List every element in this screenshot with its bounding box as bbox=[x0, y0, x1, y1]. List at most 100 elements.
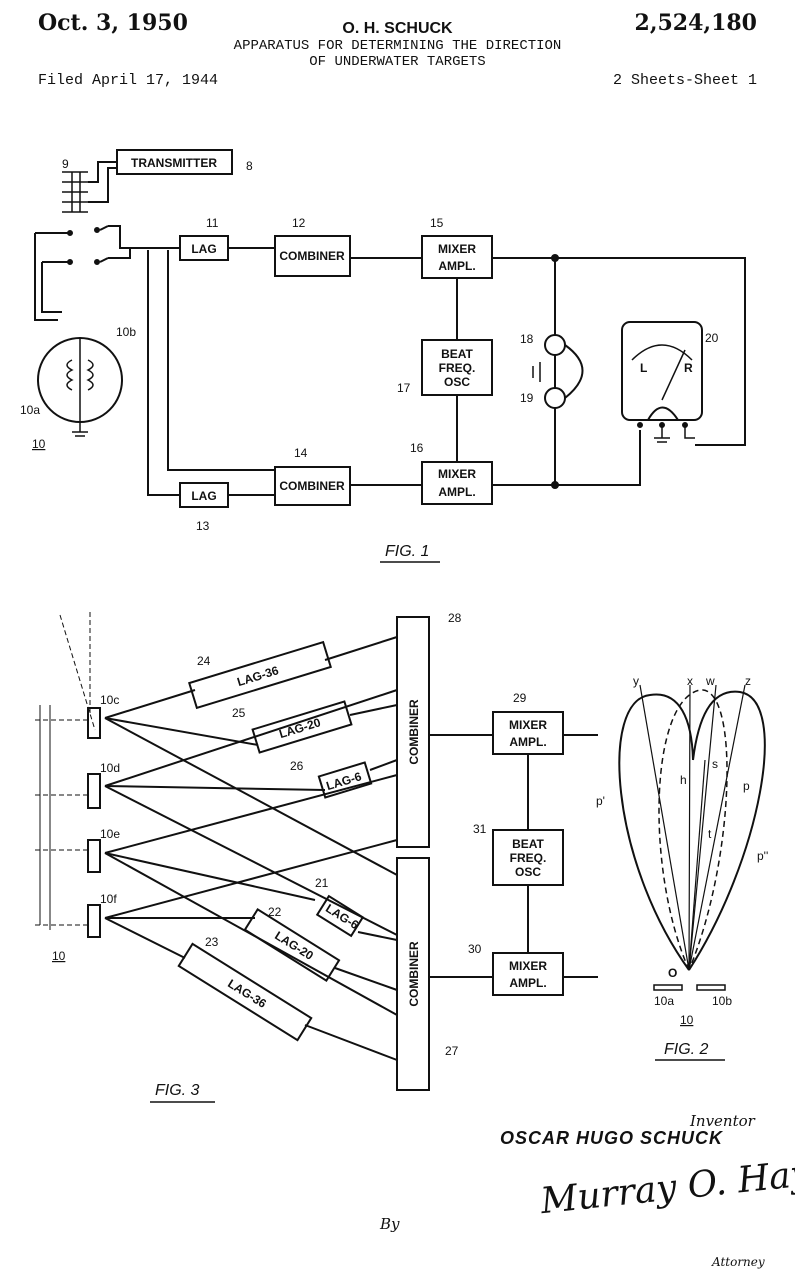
ref-10d: 10d bbox=[100, 761, 120, 775]
ref-12: 12 bbox=[292, 216, 306, 230]
mixer-15-line1: MIXER bbox=[438, 242, 476, 256]
ref-31: 31 bbox=[473, 822, 487, 836]
ref-27: 27 bbox=[445, 1044, 459, 1058]
ref-26: 26 bbox=[290, 759, 304, 773]
lobe-p bbox=[658, 689, 728, 971]
ref-10e: 10e bbox=[100, 827, 120, 841]
ref-18: 18 bbox=[520, 332, 534, 346]
lag-23-label: LAG-36 bbox=[225, 976, 269, 1011]
ref-20: 20 bbox=[705, 331, 719, 345]
transmitter-label: TRANSMITTER bbox=[131, 156, 217, 170]
lag-box-26 bbox=[317, 761, 373, 799]
mixer-16-line1: MIXER bbox=[438, 467, 476, 481]
fig3-caption: FIG. 3 bbox=[155, 1082, 200, 1099]
fig2-label-w: w bbox=[705, 674, 715, 688]
lag-box-24 bbox=[188, 640, 332, 710]
inventor-name: O. H. SCHUCK bbox=[342, 20, 453, 37]
fig2-label-h: h bbox=[680, 773, 687, 787]
ref-28: 28 bbox=[448, 611, 462, 625]
patent-number: 2,524,180 bbox=[634, 10, 757, 36]
ref-9: 9 bbox=[62, 157, 69, 171]
combiner-14-label: COMBINER bbox=[279, 479, 345, 493]
fig3-diagram bbox=[35, 612, 598, 1103]
mixer-15-line2: AMPL. bbox=[438, 259, 475, 273]
combiner-box-28 bbox=[396, 616, 430, 848]
combiner-27-label: COMBINER bbox=[407, 941, 421, 1007]
combiner-box-27 bbox=[396, 857, 430, 1091]
ref-29: 29 bbox=[513, 691, 527, 705]
filed-date: Filed April 17, 1944 bbox=[38, 72, 219, 89]
fig2-label-10a: 10a bbox=[654, 994, 674, 1008]
beat-31-line2: FREQ. bbox=[510, 851, 547, 865]
lag-13-label: LAG bbox=[191, 489, 216, 503]
fig2-label-z: z bbox=[745, 674, 751, 688]
attorney-label: Attorney bbox=[712, 1255, 765, 1269]
ref-10c: 10c bbox=[100, 693, 119, 707]
fig2-label-s: s bbox=[712, 757, 718, 771]
lobe-p-double bbox=[688, 690, 766, 971]
fig2-label-t: t bbox=[708, 827, 712, 841]
mixer-30-line1: MIXER bbox=[509, 959, 547, 973]
ref-10: 10 bbox=[32, 437, 46, 451]
fig2-caption: FIG. 2 bbox=[664, 1041, 709, 1058]
ref-10b: 10b bbox=[116, 325, 136, 339]
meter-right: R bbox=[684, 361, 693, 375]
ref-11: 11 bbox=[206, 216, 219, 230]
fig3-ref-10: 10 bbox=[52, 949, 66, 963]
mixer-16-line2: AMPL. bbox=[438, 485, 475, 499]
by-label: By bbox=[380, 1215, 400, 1233]
ref-22: 22 bbox=[268, 905, 282, 919]
meter-case bbox=[621, 321, 703, 421]
combiner-28-label: COMBINER bbox=[407, 699, 421, 765]
lag-11-label: LAG bbox=[191, 242, 216, 256]
patent-title-line1: APPARATUS FOR DETERMINING THE DIRECTION bbox=[233, 38, 562, 54]
lobe-p-prime bbox=[618, 693, 694, 971]
ref-15: 15 bbox=[430, 216, 444, 230]
fig2-label-y: y bbox=[633, 674, 639, 688]
fig1-caption: FIG. 1 bbox=[385, 543, 429, 560]
meter-left: L bbox=[640, 361, 647, 375]
ref-21: 21 bbox=[315, 876, 329, 890]
fig2-diagram bbox=[618, 684, 766, 1061]
beat-31-line1: BEAT bbox=[512, 837, 544, 851]
beat-17-line3: OSC bbox=[444, 375, 470, 389]
fig2-label-10: 10 bbox=[680, 1013, 694, 1027]
fig2-label-o: O bbox=[668, 966, 677, 980]
ref-19: 19 bbox=[520, 391, 534, 405]
ref-25: 25 bbox=[232, 706, 246, 720]
ref-13: 13 bbox=[196, 519, 210, 533]
fig2-label-x: x bbox=[687, 674, 693, 688]
beat-17-line2: FREQ. bbox=[439, 361, 476, 375]
ref-10a: 10a bbox=[20, 403, 40, 417]
lag-21-label: LAG-6 bbox=[323, 901, 361, 932]
ref-10f: 10f bbox=[100, 892, 117, 906]
beat-17-line1: BEAT bbox=[441, 347, 473, 361]
lag-box-25 bbox=[251, 700, 353, 754]
mixer-29-line2: AMPL. bbox=[509, 735, 546, 749]
fig2-label-p: p bbox=[743, 779, 750, 793]
lag-box-21 bbox=[315, 894, 365, 938]
ref-16: 16 bbox=[410, 441, 424, 455]
ref-14: 14 bbox=[294, 446, 308, 460]
mixer-30-line2: AMPL. bbox=[509, 976, 546, 990]
lag-box-23 bbox=[177, 942, 313, 1042]
patent-date: Oct. 3, 1950 bbox=[38, 10, 188, 36]
combiner-12-label: COMBINER bbox=[279, 249, 345, 263]
fig2-label-p-double: p'' bbox=[757, 849, 768, 863]
ref-24: 24 bbox=[197, 654, 211, 668]
lag-box-22 bbox=[243, 908, 341, 982]
patent-title-line2: OF UNDERWATER TARGETS bbox=[309, 54, 486, 70]
ref-8: 8 bbox=[246, 159, 253, 173]
fig1-diagram bbox=[34, 149, 746, 563]
beat-31-line3: OSC bbox=[515, 865, 541, 879]
combiner-box-12 bbox=[274, 235, 351, 277]
ref-23: 23 bbox=[205, 935, 219, 949]
inventor-label: Inventor bbox=[690, 1112, 755, 1130]
mixer-29-line1: MIXER bbox=[509, 718, 547, 732]
fig2-label-p-prime: p' bbox=[596, 794, 605, 808]
ref-30: 30 bbox=[468, 942, 482, 956]
ref-17: 17 bbox=[397, 381, 411, 395]
sheet-count: 2 Sheets-Sheet 1 bbox=[612, 72, 757, 89]
fig2-label-10b: 10b bbox=[712, 994, 732, 1008]
